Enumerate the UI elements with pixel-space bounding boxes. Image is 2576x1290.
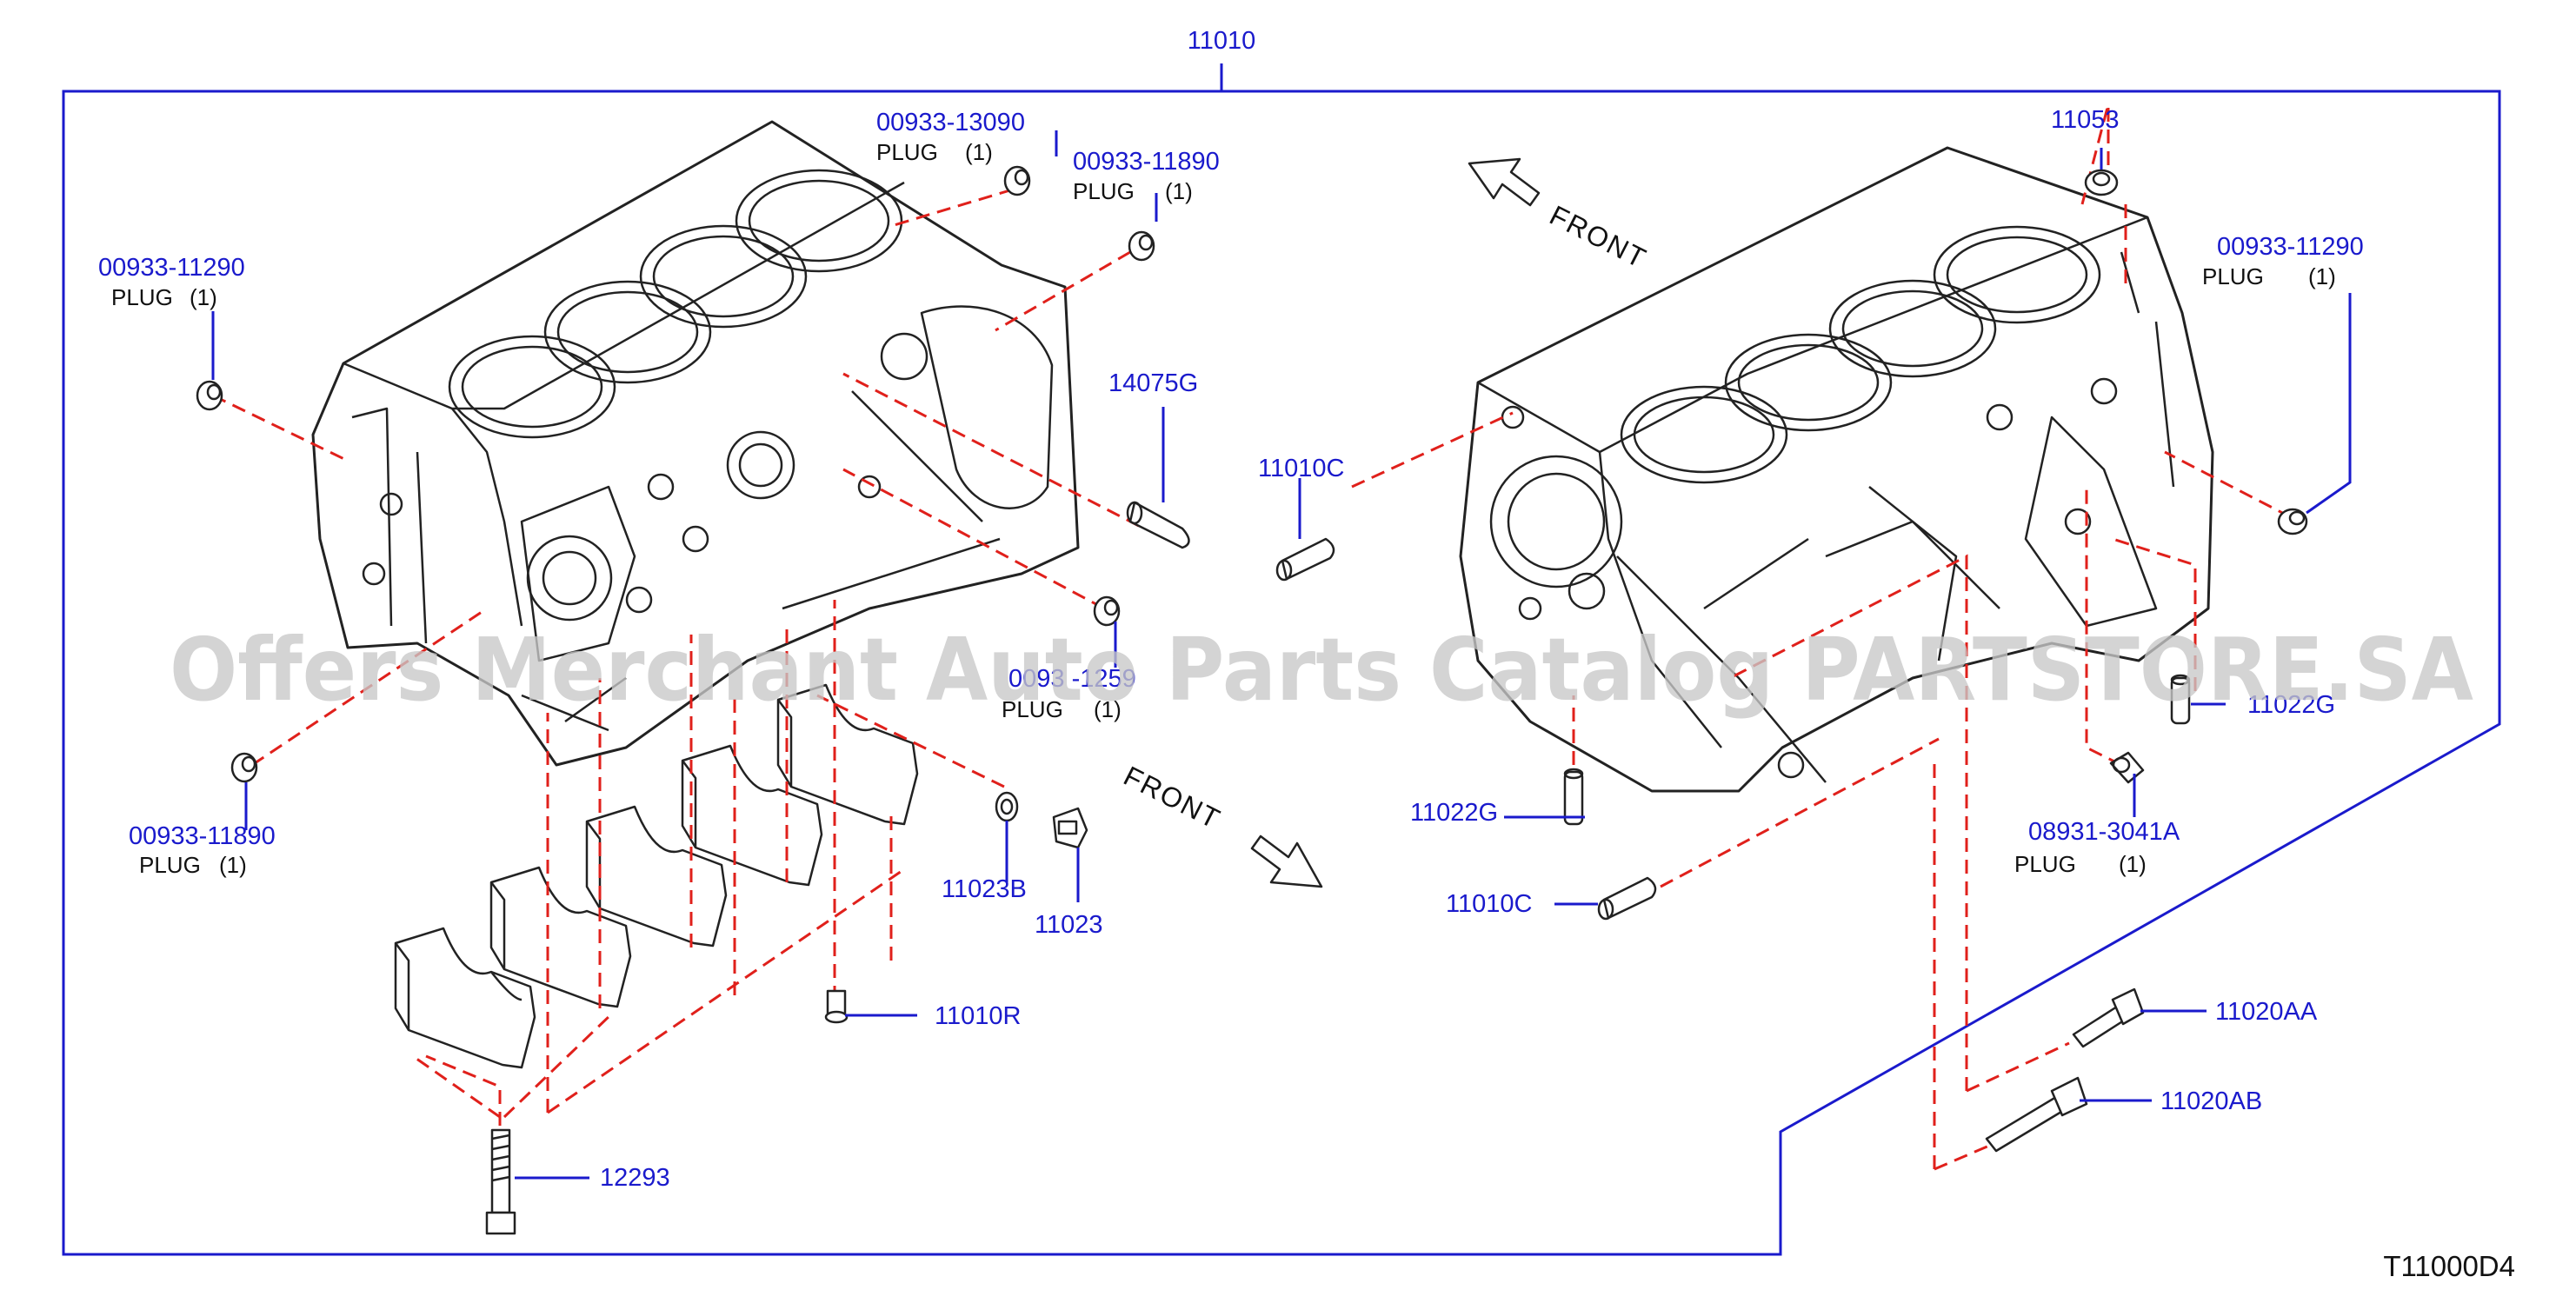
front-arrow-bottom-icon: [1250, 835, 1323, 888]
assembly-label[interactable]: 11010: [1188, 27, 1256, 55]
callout-11022g-left[interactable]: 11022G: [1410, 799, 1498, 827]
bearing-cap: [394, 927, 536, 1069]
callout-12293[interactable]: 12293: [600, 1164, 670, 1192]
callout-00933-11290-left-qty: (1): [190, 284, 217, 310]
callout-00933-11290-right[interactable]: 00933-11290: [2217, 233, 2364, 261]
callout-08931-3041a[interactable]: 08931-3041A: [2028, 818, 2180, 846]
dowel-11010c-top-icon: [1275, 537, 1335, 582]
callout-00933-11890-top-qty: (1): [1165, 178, 1193, 204]
callout-00933-13090[interactable]: 00933-13090: [876, 109, 1025, 136]
plug-08931-3041a-icon: [2109, 751, 2145, 784]
dowel-11010c-bottom-icon: [1597, 876, 1657, 921]
cylinder-block-right: [1459, 146, 2214, 793]
front-arrow-top-icon: [1468, 157, 1541, 207]
plug-0093-1259-icon: [1093, 595, 1121, 627]
callout-00933-13090-qty: (1): [965, 139, 993, 165]
plug-00933-11890-top-icon: [1128, 230, 1155, 262]
bearing-cap: [489, 866, 632, 1008]
dowel-11022g-left-icon: [1563, 768, 1584, 826]
callout-08931-3041a-qty: (1): [2119, 851, 2147, 877]
callout-11023b[interactable]: 11023B: [942, 875, 1027, 903]
callout-11053[interactable]: 11053: [2051, 106, 2120, 134]
callout-00933-11290-right-desc: PLUG: [2202, 263, 2264, 289]
plug-00933-13090-icon: [1003, 165, 1031, 196]
leader-lines: [211, 130, 2352, 1180]
seal-11053-icon: [2084, 169, 2119, 196]
callout-00933-13090-desc: PLUG: [876, 139, 938, 165]
assembly-frame: [62, 63, 2501, 1256]
cylinder-block-left: [311, 120, 1080, 767]
callout-08931-3041a-desc: PLUG: [2014, 851, 2076, 877]
assembly-guide-lines: [212, 103, 2292, 1171]
callout-0093-1259-desc: PLUG: [1002, 696, 1063, 722]
callout-00933-11890-top[interactable]: 00933-11890: [1073, 148, 1220, 176]
main-bearing-caps: [394, 683, 919, 1069]
callout-00933-11290-left[interactable]: 00933-11290: [98, 254, 245, 282]
callout-0093-1259[interactable]: 0093 -1259: [1008, 665, 1136, 693]
dowel-11022g-right-icon: [2170, 674, 2191, 725]
callout-11022g-right[interactable]: 11022G: [2247, 691, 2335, 719]
washer-11023b-icon: [995, 791, 1019, 822]
callout-11010c-top[interactable]: 11010C: [1258, 455, 1344, 482]
callout-00933-11290-right-qty: (1): [2308, 263, 2336, 289]
callout-11010r[interactable]: 11010R: [935, 1002, 1021, 1030]
callout-00933-11890-bottom-qty: (1): [219, 852, 247, 878]
diagram-code: T11000D4: [2383, 1250, 2515, 1282]
callout-11010c-bottom[interactable]: 11010C: [1446, 890, 1532, 918]
plug-11010r-icon: [824, 989, 849, 1024]
callout-0093-1259-qty: (1): [1094, 696, 1122, 722]
bolt-11020ab-icon: [1985, 1076, 2088, 1153]
dowel-14075g-icon: [1126, 501, 1190, 549]
callout-00933-11890-bottom[interactable]: 00933-11890: [129, 822, 276, 850]
callout-11020ab[interactable]: 11020AB: [2160, 1087, 2262, 1115]
bearing-cap: [585, 805, 728, 948]
bolt-12293-icon: [485, 1128, 516, 1235]
callout-11023[interactable]: 11023: [1035, 911, 1103, 939]
front-label-top: FRONT: [1545, 199, 1652, 275]
callout-00933-11290-left-desc: PLUG: [111, 284, 173, 310]
plug-00933-11290-right-icon: [2277, 508, 2308, 535]
drain-plug-11023-icon: [1052, 807, 1088, 849]
watermark: Offers Merchant Auto Parts Catalog PARTS…: [170, 619, 2473, 721]
plug-00933-11290-left-icon: [196, 380, 223, 411]
callout-00933-11890-top-desc: PLUG: [1073, 178, 1135, 204]
callout-00933-11890-bottom-desc: PLUG: [139, 852, 201, 878]
plug-00933-11890-bottom-icon: [230, 752, 258, 783]
front-label-bottom: FRONT: [1119, 760, 1226, 835]
bolt-11020aa-icon: [2072, 987, 2145, 1048]
callout-14075g[interactable]: 14075G: [1108, 369, 1198, 397]
callout-11020aa[interactable]: 11020AA: [2215, 998, 2318, 1026]
